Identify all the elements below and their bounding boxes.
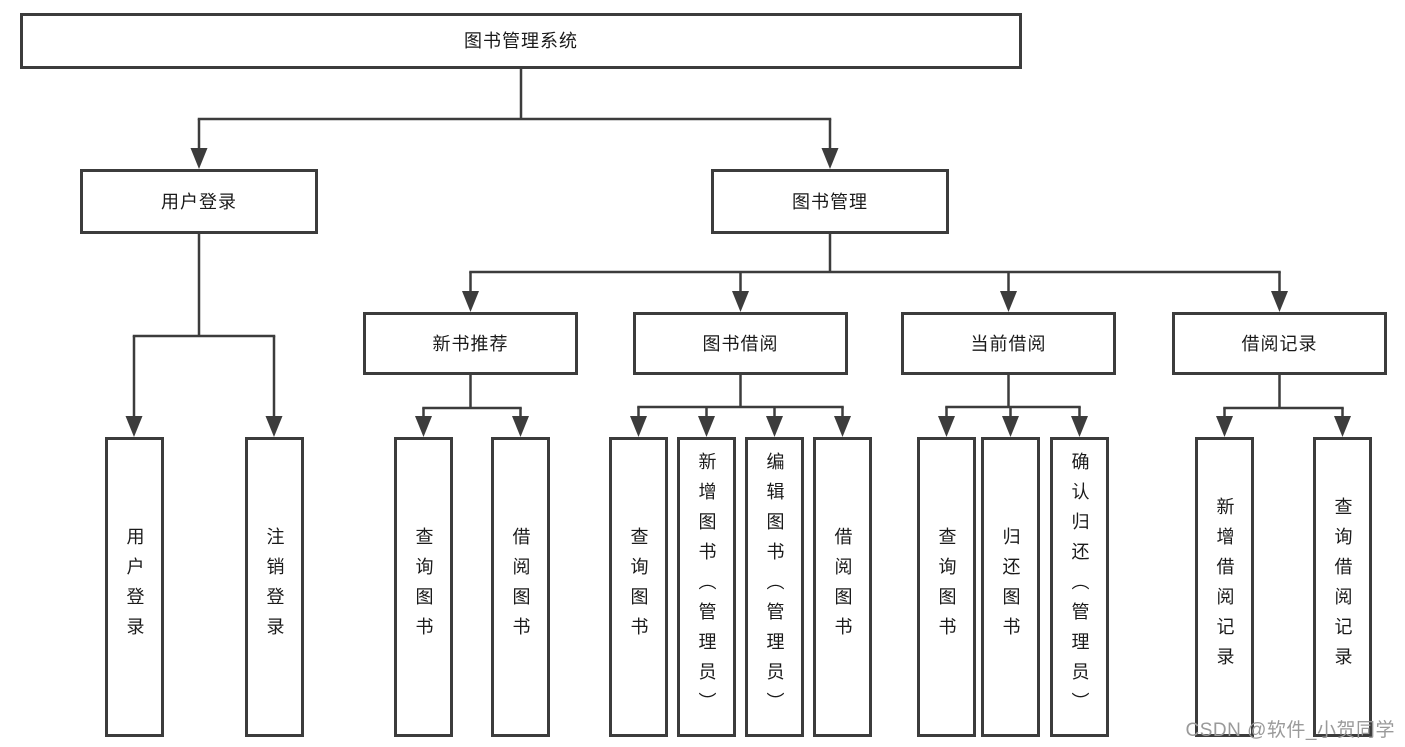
node-label: 用户登录 [161,191,237,212]
node-label: 查询图书 [413,527,434,647]
node-label: 图书借阅 [702,333,779,354]
node-current-borrowing: 当前借阅 [901,312,1116,375]
leaf-br-query-record: 查询借阅记录 [1313,437,1372,737]
node-label: 注销登录 [264,527,285,647]
leaf-logout: 注销登录 [245,437,304,737]
leaf-user-login: 用户登录 [105,437,164,737]
leaf-bb-borrow-books: 借阅图书 [813,437,872,737]
node-label: 借阅记录 [1241,333,1318,354]
leaf-nb-borrow-books: 借阅图书 [491,437,550,737]
leaf-cb-confirm-return-admin: 确认归还（管理员） [1050,437,1109,737]
node-label: 确认归还（管理员） [1069,452,1090,722]
node-label: 编辑图书（管理员） [764,452,785,722]
node-label: 当前借阅 [970,333,1047,354]
node-label: 新书推荐 [432,333,509,354]
node-label: 新增借阅记录 [1214,497,1235,677]
leaf-br-add-record: 新增借阅记录 [1195,437,1254,737]
node-book-borrowing: 图书借阅 [633,312,848,375]
node-label: 借阅图书 [510,527,531,647]
node-label: 查询图书 [628,527,649,647]
leaf-cb-query-books: 查询图书 [917,437,976,737]
leaf-bb-query-books: 查询图书 [609,437,668,737]
node-label: 查询借阅记录 [1332,497,1353,677]
node-label: 借阅图书 [832,527,853,647]
leaf-bb-edit-books-admin: 编辑图书（管理员） [745,437,804,737]
node-label: 查询图书 [936,527,957,647]
node-label: 图书管理系统 [464,31,578,51]
leaf-bb-add-books-admin: 新增图书（管理员） [677,437,736,737]
node-borrowing-records: 借阅记录 [1172,312,1387,375]
node-book-management: 图书管理 [711,169,949,234]
node-library-management-system: 图书管理系统 [20,13,1022,69]
watermark: CSDN @软件_小贺同学 [1185,720,1395,741]
leaf-nb-query-books: 查询图书 [394,437,453,737]
node-label: 归还图书 [1000,527,1021,647]
node-user-login: 用户登录 [80,169,318,234]
leaf-cb-return-books: 归还图书 [981,437,1040,737]
node-label: 图书管理 [792,191,868,212]
node-new-book-recommendation: 新书推荐 [363,312,578,375]
node-label: 用户登录 [124,527,145,647]
node-label: 新增图书（管理员） [696,452,717,722]
